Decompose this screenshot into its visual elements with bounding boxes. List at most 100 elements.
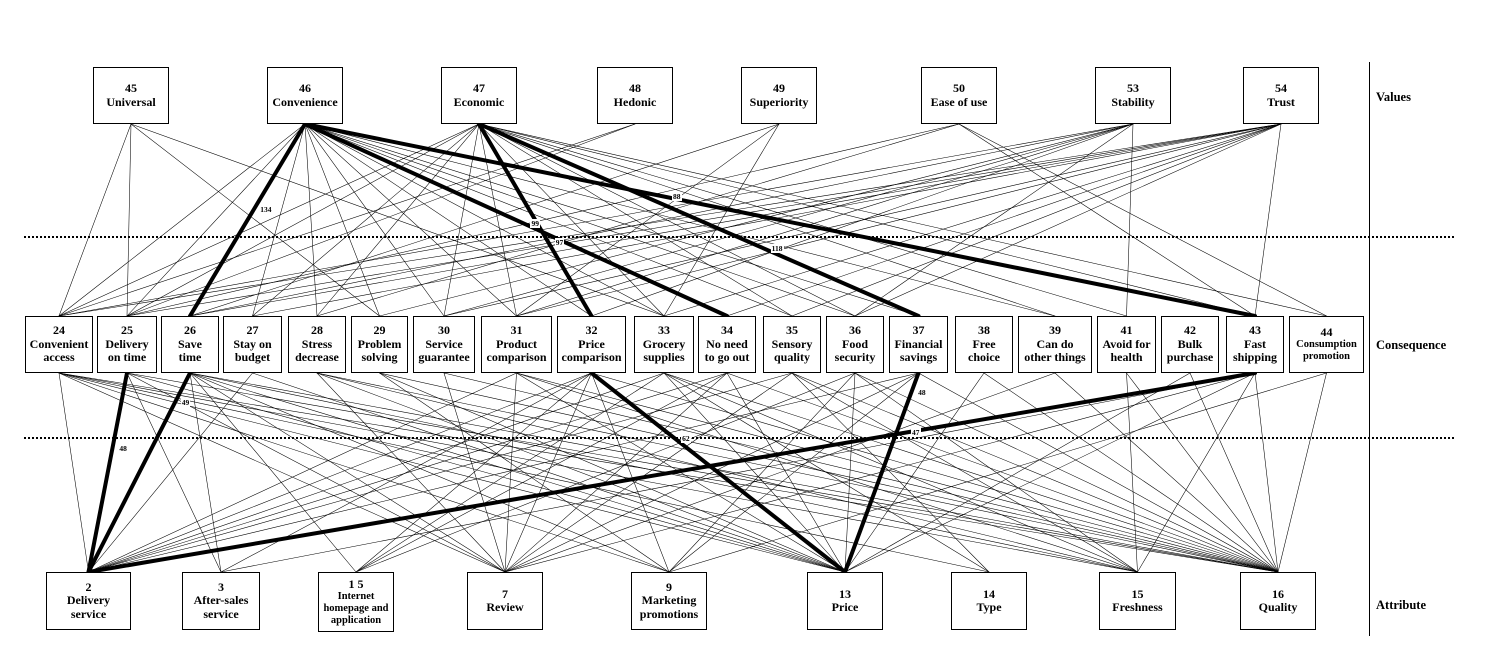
weak-link-50-25: [126, 123, 960, 317]
weak-link-32-16: [591, 372, 1279, 573]
node-label: Stress decrease: [295, 336, 339, 365]
link-weight-label: 47: [911, 427, 921, 437]
weak-link-47-28: [316, 123, 480, 317]
weak-link-32-9: [591, 372, 670, 573]
node-number: 14: [983, 586, 995, 601]
weak-link-54-24: [58, 123, 1282, 317]
node-number: 25: [121, 323, 133, 338]
weak-link-34-13: [726, 372, 846, 573]
weak-link-26-13: [189, 372, 846, 573]
link-weight-label: 99: [530, 218, 540, 228]
node-number: 36: [849, 323, 861, 338]
weak-link-46-29: [304, 123, 380, 317]
node-label: Universal: [106, 94, 156, 109]
level-label-attribute: Attribute: [1376, 598, 1426, 612]
node-number: 29: [373, 323, 386, 338]
node-number: 13: [839, 586, 851, 601]
node-number: 15: [1131, 586, 1144, 601]
weak-link-42-13: [844, 372, 1191, 573]
weak-link-41-15: [1126, 372, 1138, 573]
weak-link-37-9: [668, 372, 919, 573]
weak-link-31-2: [88, 372, 517, 573]
node-label: Price comparison: [561, 336, 622, 365]
weak-link-39-16: [1054, 372, 1279, 573]
weak-link-43-13: [844, 372, 1256, 573]
weak-link-45-25: [126, 123, 132, 317]
weak-link-37-16: [918, 372, 1279, 573]
link-weight-label: 48: [917, 387, 927, 397]
weak-link-34-2: [88, 372, 728, 573]
weak-link-36-15: [355, 372, 856, 573]
weak-link-41-16: [1126, 372, 1279, 573]
weak-link-33-15: [663, 372, 1138, 573]
node-label: Bulk purchase: [1166, 336, 1214, 365]
strong-link-32-13: [589, 371, 847, 574]
node-number: 43: [1249, 323, 1261, 338]
node-number: 31: [510, 323, 523, 338]
weak-link-49-31: [516, 123, 780, 317]
weak-link-34-16: [726, 372, 1279, 573]
link-weight-label: 88: [672, 191, 682, 201]
weak-link-54-27: [252, 123, 1282, 317]
weak-link-54-36: [854, 123, 1282, 317]
node-label: Stability: [1111, 94, 1155, 109]
weak-link-47-24: [58, 123, 480, 317]
weak-link-54-26: [189, 123, 1282, 317]
strong-link-46-26: [188, 122, 307, 318]
level-label-values: Values: [1376, 90, 1411, 104]
node-number: 34: [721, 323, 733, 338]
level-axis-line: [1369, 62, 1370, 636]
node-number: 7: [502, 586, 508, 601]
weak-link-37-7: [504, 372, 919, 573]
level-divider-upper: [24, 236, 1454, 238]
weak-link-33-2: [88, 372, 665, 573]
weak-link-46-24: [58, 123, 306, 317]
weak-link-47-44: [478, 123, 1327, 317]
weak-link-47-41: [478, 123, 1127, 317]
weak-link-38-16: [983, 372, 1279, 573]
weak-link-28-7: [316, 372, 506, 573]
link-weight-label: 118: [770, 243, 784, 253]
node-number: 39: [1049, 323, 1061, 338]
node-label: Food security: [834, 336, 876, 365]
weak-link-48-25: [126, 123, 636, 317]
node-label: Sensory quality: [771, 336, 813, 365]
weak-link-44-16: [1277, 372, 1327, 573]
node-number: 24: [53, 323, 65, 338]
weak-link-28-15: [316, 372, 1138, 573]
node-number: 49: [773, 81, 785, 96]
weak-link-24-15: [58, 372, 1138, 573]
weak-link-36-9: [668, 372, 856, 573]
node-label: Product comparison: [486, 336, 547, 365]
weak-link-53-36: [854, 123, 1134, 317]
weak-link-43-16: [1254, 372, 1279, 573]
weak-link-33-15: [355, 372, 665, 573]
link-weight-label: 48: [118, 443, 128, 453]
node-label: Review: [486, 600, 524, 614]
node-label: Stay on budget: [233, 336, 272, 365]
node-number: 47: [473, 81, 485, 96]
node-label: Marketing promotions: [639, 593, 699, 621]
weak-link-54-43: [1254, 123, 1282, 317]
strong-link-46-34: [303, 122, 729, 318]
weak-link-26-7: [189, 372, 506, 573]
node-label: Convenience: [272, 94, 338, 109]
node-label: Type: [976, 600, 1002, 614]
weak-link-47-31: [478, 123, 517, 317]
weak-link-34-7: [504, 372, 728, 573]
weak-link-32-3: [220, 372, 592, 573]
node-number: 37: [912, 323, 925, 338]
weak-link-53-29: [379, 123, 1134, 317]
